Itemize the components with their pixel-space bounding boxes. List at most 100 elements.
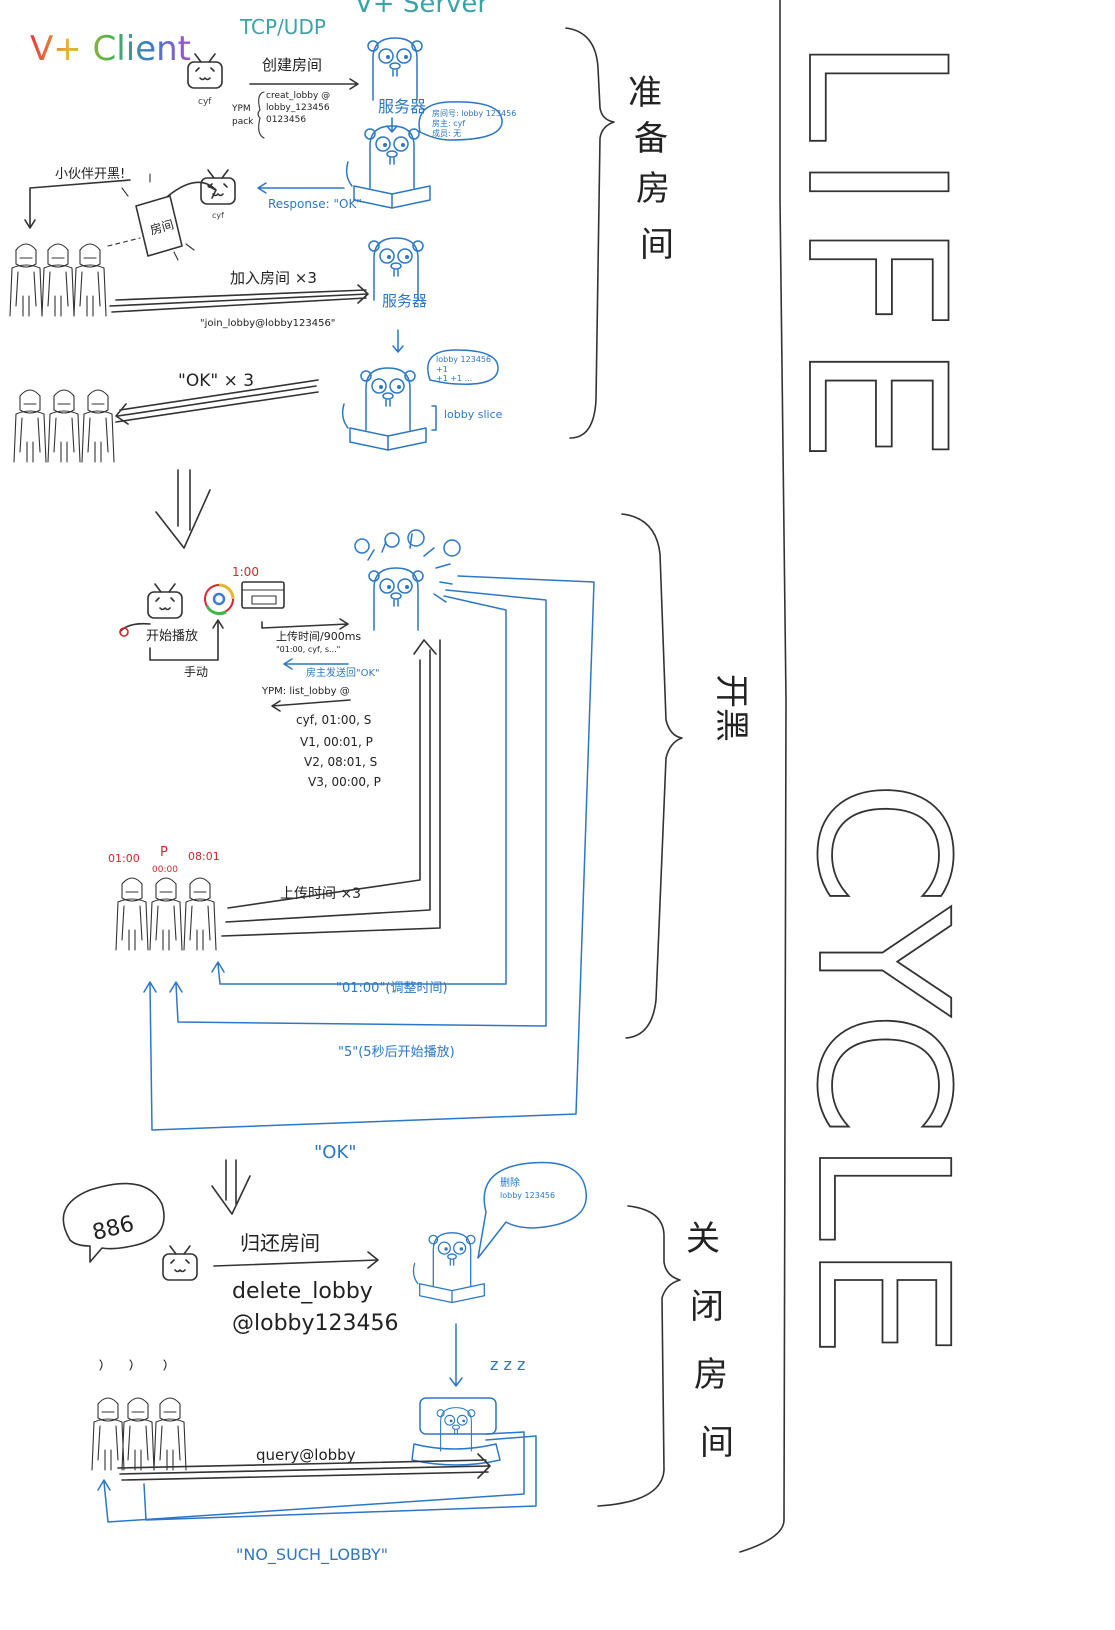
timer-label: 1:00 (232, 565, 259, 579)
svg-text:成员: 无: 成员: 无 (432, 128, 461, 138)
lobby-row: V2, 08:01, S (304, 755, 377, 769)
member-time-1: 01:00 (108, 852, 140, 865)
sleeping-gopher (411, 1397, 501, 1466)
room-card: 房间 (107, 173, 217, 261)
host-avatar (187, 53, 223, 89)
lobby-row: cyf, 01:00, S (296, 713, 371, 727)
server-label-2: 服务器 (382, 292, 427, 310)
join-arrows (109, 284, 369, 313)
upload-payload: "01:00, cyf, s..." (276, 645, 340, 654)
members-upload-arrows (221, 639, 441, 937)
adjust-time-label: "01:00"(调整时间) (336, 981, 448, 996)
phase-label-close: 关 闭 房 间 (686, 1219, 734, 1463)
host-name: cyf (198, 97, 212, 107)
transport-column-title: TCP/UDP (239, 15, 326, 39)
create-room-title: 创建房间 (262, 56, 322, 74)
svg-text:间: 间 (640, 225, 674, 265)
phase-prepare: cyf 创建房间 YPM pack creat_lobby @ lobby_12… (9, 27, 615, 463)
close-brace (597, 1205, 681, 1507)
svg-text:房: 房 (694, 1355, 728, 1395)
response-arrow (257, 182, 345, 194)
player-window-icon (241, 581, 285, 609)
big-title-life: LIFE (765, 36, 986, 475)
svg-text:房间: 房间 (148, 216, 175, 237)
member-status-p: P (160, 845, 168, 860)
query-label: query@lobby (256, 1446, 356, 1464)
query-arrows (117, 1453, 491, 1481)
no-such-lobby-loop (97, 1431, 537, 1523)
manual-label: 手动 (184, 665, 208, 679)
play-brace (621, 513, 683, 1039)
create-cmd: creat_lobby @ (266, 91, 330, 101)
host-name-2: cyf (212, 211, 224, 220)
create-lobby: lobby_123456 (266, 103, 330, 113)
svg-text:+1: +1 (436, 365, 448, 374)
transition-arrow-1 (155, 469, 211, 549)
host-ok-label: 房主发送回"OK" (306, 666, 380, 679)
angry-server-gopher (368, 567, 424, 631)
ok-x3: "OK" × 3 (178, 371, 254, 391)
lobby-list: cyf, 01:00, S V1, 00:01, P V2, 08:01, S … (296, 713, 381, 789)
delete-target: @lobby123456 (232, 1311, 399, 1336)
members-group-close (91, 1359, 187, 1471)
join-cmd: "join_lobby@lobby123456" (200, 318, 335, 329)
phase-label-prepare: 准 备 房 间 (628, 73, 674, 265)
no-such-lobby-label: "NO_SUCH_LOBBY" (236, 1545, 388, 1565)
svg-text:房主: cyf: 房主: cyf (432, 118, 465, 128)
join-room-title: 加入房间 ×3 (230, 269, 317, 287)
svg-text:删除: 删除 (500, 1176, 520, 1189)
members-group-1 (9, 243, 107, 317)
server-label: 服务器 (378, 97, 426, 116)
svg-text:闭: 闭 (690, 1287, 724, 1327)
ok-arrows (115, 379, 319, 425)
big-title-cycle: CYCLE (777, 780, 986, 1362)
divider-line (739, 0, 787, 1553)
svg-text:+1 +1 ...: +1 +1 ... (436, 374, 472, 383)
svg-text:886: 886 (90, 1212, 137, 1246)
server-gopher (367, 37, 423, 101)
host-avatar-close (162, 1245, 198, 1281)
server-column-title: V+ Server (355, 0, 488, 19)
upload-time-title: 上传时间/900ms (276, 630, 361, 643)
lobby-gopher (343, 368, 426, 450)
server-room-bubble: 房间号: lobby 123456 房主: cyf 成员: 无 (418, 101, 516, 141)
create-id: 0123456 (266, 115, 306, 125)
lobby-bubble: lobby 123456 +1 +1 +1 ... (427, 349, 499, 385)
phase-close: 886 归还房间 delete_lobby @lobby123456 删除 lo… (62, 1161, 681, 1565)
sleep-zzz: z z z (490, 1355, 525, 1374)
phase-play: 开始播放 手动 1:00 上传时间/900ms "01:00, cyf, s..… (108, 513, 683, 1163)
member-time-3: 08:01 (188, 850, 220, 863)
invite-text: 小伙伴开黑! (55, 167, 125, 182)
server-book-gopher (347, 126, 430, 208)
members-group-2 (13, 389, 115, 463)
svg-text:lobby 123456: lobby 123456 (500, 1191, 555, 1200)
transition-arrow-2 (211, 1159, 251, 1215)
lobby-slice-label: lobby slice (444, 408, 503, 421)
lobby-row: V3, 00:00, P (308, 775, 381, 789)
prepare-brace (565, 27, 615, 439)
members-group-play (115, 877, 217, 951)
start-5s-label: "5"(5秒后开始播放) (338, 1045, 455, 1060)
close-server-gopher (413, 1233, 484, 1303)
svg-text:间: 间 (700, 1423, 734, 1463)
ypm-pack: YPM pack creat_lobby @ lobby_123456 0123… (231, 91, 330, 139)
svg-text:备: 备 (634, 119, 668, 159)
server-gopher-2 (368, 237, 424, 301)
host-avatar-2 (200, 169, 236, 205)
svg-text:房: 房 (636, 169, 670, 209)
lobby-row: V1, 00:01, P (300, 735, 373, 749)
ypm-list-lobby: YPM: list_lobby @ (261, 686, 350, 697)
start-play-label: 开始播放 (146, 629, 198, 644)
svg-text:房间号: lobby 123456: 房间号: lobby 123456 (432, 108, 516, 118)
host-ok-arrow (283, 658, 349, 670)
bye-bubble: 886 (62, 1182, 165, 1263)
final-ok-label: "OK" (314, 1142, 357, 1163)
delete-arrow (213, 1251, 379, 1269)
close-server-bubble: 删除 lobby 123456 (477, 1161, 587, 1259)
client-column-title: V+ Client (30, 29, 191, 69)
start-5s-loop (169, 589, 547, 1027)
adjust-time-loop (211, 595, 507, 985)
host-avatar-play (147, 583, 183, 619)
delete-cmd: delete_lobby (232, 1279, 373, 1304)
